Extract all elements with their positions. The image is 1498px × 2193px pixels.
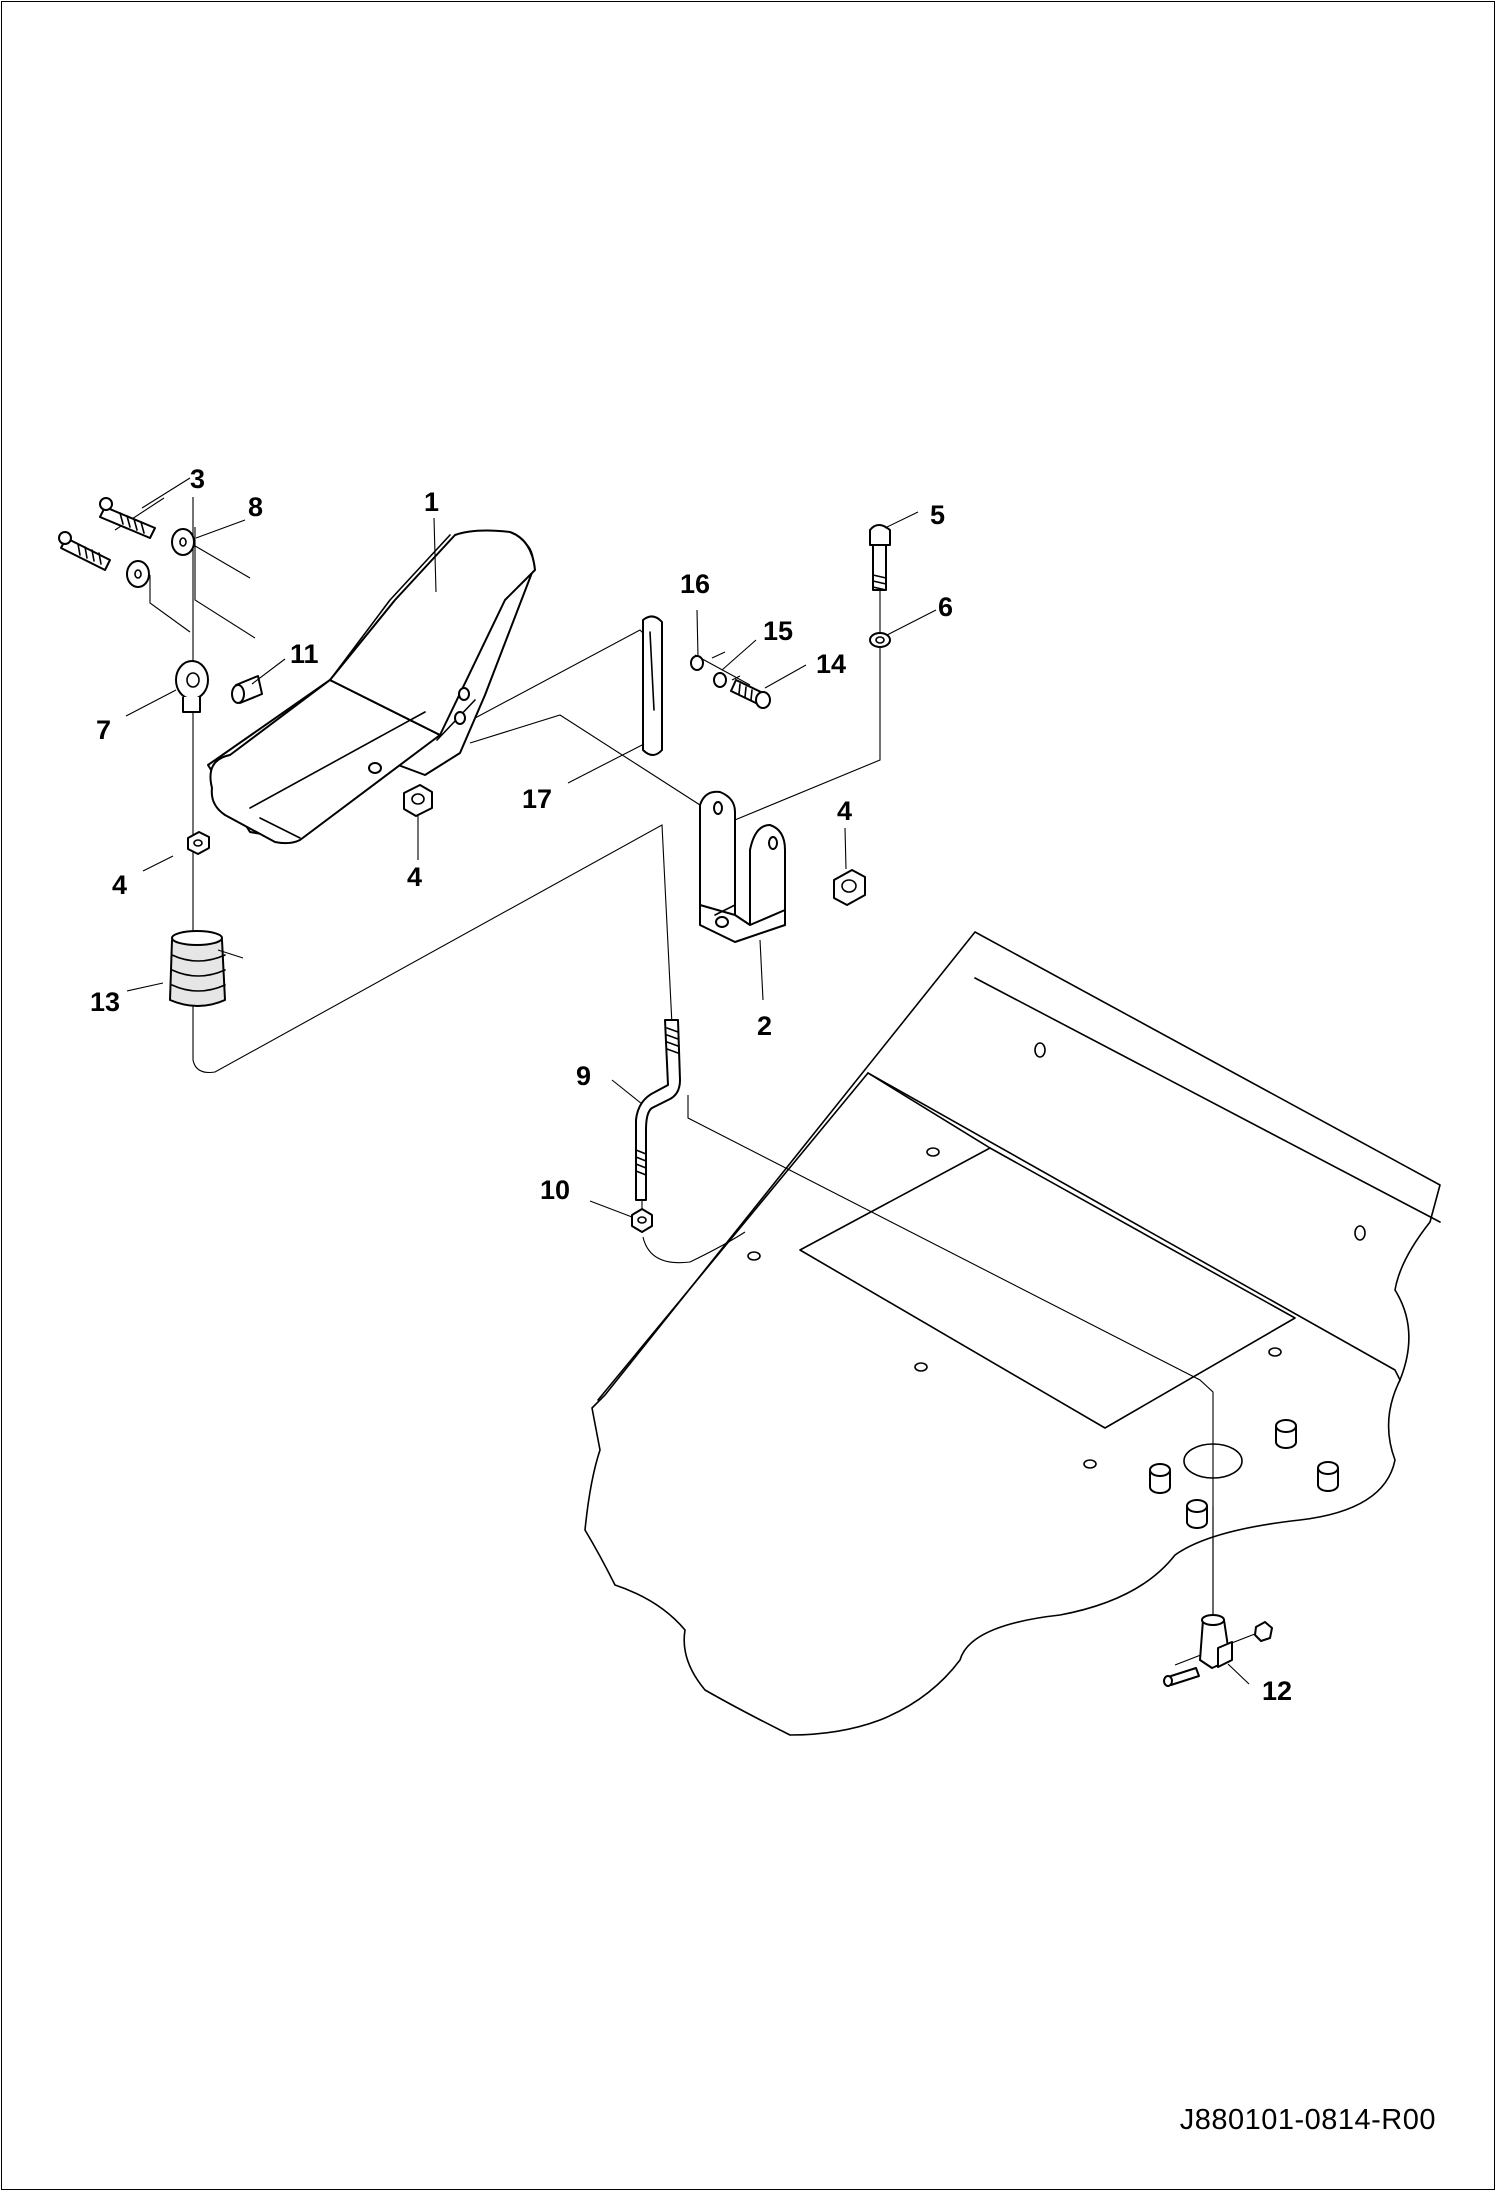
rubber-bumper — [169, 930, 226, 1007]
callout-11: 11 — [290, 639, 319, 669]
callout-10: 10 — [540, 1175, 570, 1205]
callout-6: 6 — [938, 592, 953, 622]
callouts: 1 3 8 11 7 4 4 13 17 16 15 14 5 6 4 2 9 … — [90, 464, 1292, 1706]
spacer — [231, 675, 263, 704]
callout-8: 8 — [248, 492, 263, 522]
nuts — [187, 784, 866, 906]
pedal — [207, 529, 536, 845]
assembly-lines — [114, 497, 1261, 1666]
callout-15: 15 — [763, 616, 793, 646]
callout-7: 7 — [96, 715, 111, 745]
callout-4-left: 4 — [112, 870, 127, 900]
callout-14: 14 — [816, 649, 846, 679]
callout-4-pedal: 4 — [407, 862, 422, 892]
bolt-5-and-washer-6 — [869, 524, 891, 648]
floor-plate — [584, 931, 1441, 1736]
callout-16: 16 — [680, 569, 710, 599]
callout-13: 13 — [90, 987, 120, 1017]
floor-studs — [1149, 1419, 1339, 1529]
rod — [635, 1019, 681, 1201]
nut-10 — [631, 1208, 653, 1233]
document-id: J880101-0814-R00 — [1179, 2104, 1436, 2136]
bracket — [699, 790, 786, 943]
callout-2: 2 — [757, 1011, 772, 1041]
leader-lines — [125, 477, 1250, 1685]
callout-4-bracket: 4 — [837, 796, 852, 826]
callout-5: 5 — [930, 500, 945, 530]
callout-12: 12 — [1262, 1676, 1292, 1706]
rod-end — [175, 660, 209, 713]
bolts-and-washers — [58, 497, 195, 588]
callout-9: 9 — [576, 1061, 591, 1091]
washers-and-bolt-14 — [690, 655, 771, 709]
clamp — [1163, 1614, 1273, 1687]
link-plate — [642, 615, 663, 756]
callout-3: 3 — [190, 464, 205, 494]
callout-17: 17 — [522, 784, 552, 814]
callout-1: 1 — [424, 487, 439, 517]
